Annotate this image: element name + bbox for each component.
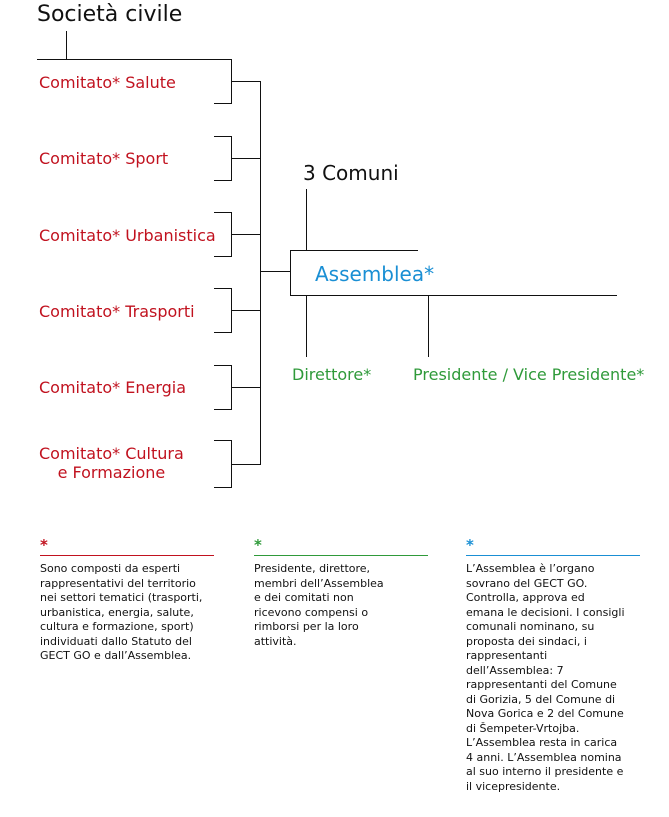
connector-energia xyxy=(231,387,260,388)
bracket-cultura-bottom xyxy=(214,487,232,488)
note-blue-text: L’Assemblea è l’organo sovrano del GECT … xyxy=(466,562,625,793)
bracket-cultura-top xyxy=(214,440,232,441)
connector-top-horizontal xyxy=(37,59,231,60)
bracket-sport-bottom xyxy=(214,180,232,181)
comitato-cultura-line2: e Formazione xyxy=(57,463,166,482)
assemblea-bottom-line xyxy=(290,295,617,296)
bracket-energia-bottom xyxy=(214,409,232,410)
bracket-urbanistica-bottom xyxy=(214,256,232,257)
comuni-label: 3 Comuni xyxy=(303,161,399,185)
presidente-label: Presidente / Vice Presidente* xyxy=(413,365,645,384)
connector-presidente xyxy=(428,295,429,357)
direttore-label: Direttore* xyxy=(292,365,372,384)
comitato-urbanistica: Comitato* Urbanistica xyxy=(39,226,216,245)
note-blue-rule xyxy=(466,555,640,556)
bracket-trasporti-bottom xyxy=(214,332,232,333)
comitato-cultura-formazione: Comitato* Cultura e Formazione xyxy=(39,444,184,482)
bracket-salute-bottom xyxy=(214,103,232,104)
bracket-trasporti-top xyxy=(214,288,232,289)
assemblea-left-line xyxy=(290,250,291,296)
title-societa-civile: Società civile xyxy=(37,2,183,27)
bracket-urbanistica-top xyxy=(214,212,232,213)
connector-comuni-down xyxy=(306,189,307,251)
note-green-rule xyxy=(254,555,428,556)
assemblea-label: Assemblea* xyxy=(315,262,435,286)
connector-trasporti xyxy=(231,310,260,311)
connector-urbanistica xyxy=(231,234,260,235)
connector-salute xyxy=(231,81,260,82)
connector-cultura xyxy=(231,464,260,465)
bracket-energia-top xyxy=(214,365,232,366)
connector-title-down xyxy=(66,31,67,59)
note-red-text: Sono composti da esperti rappresentativi… xyxy=(40,562,203,662)
connector-direttore xyxy=(306,295,307,357)
assemblea-top-line xyxy=(290,250,418,251)
comitato-sport: Comitato* Sport xyxy=(39,149,169,168)
comitato-salute: Comitato* Salute xyxy=(39,73,176,92)
note-blue-star: * xyxy=(466,536,474,554)
note-red-star: * xyxy=(40,536,48,554)
comitato-cultura-line1: Comitato* Cultura xyxy=(39,444,184,463)
comitato-trasporti: Comitato* Trasporti xyxy=(39,302,195,321)
comitato-energia: Comitato* Energia xyxy=(39,378,187,397)
note-red-rule xyxy=(40,555,214,556)
bracket-sport-top xyxy=(214,136,232,137)
connector-sport xyxy=(231,158,260,159)
note-green-text: Presidente, direttore, membri dell’Assem… xyxy=(254,562,384,648)
spine-to-assemblea xyxy=(260,271,290,272)
note-green-star: * xyxy=(254,536,262,554)
main-vertical-line xyxy=(260,81,261,465)
